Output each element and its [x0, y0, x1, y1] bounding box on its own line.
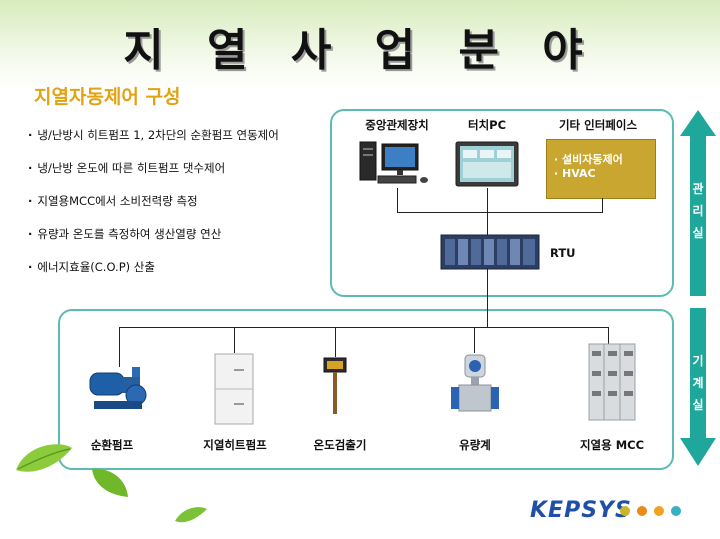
bus-line [119, 327, 609, 328]
feature-list: 냉/난방시 히트펌프 1, 2차단의 순환펌프 연동제어 냉/난방 온도에 따른… [28, 126, 279, 291]
logo-dot [654, 506, 664, 516]
feature-item: 냉/난방 온도에 따른 히트펌프 댓수제어 [28, 159, 279, 192]
machine-room-frame [58, 309, 674, 470]
feature-item: 지열용MCC에서 소비전력량 측정 [28, 192, 279, 225]
interface-item: · HVAC [554, 167, 596, 180]
logo-dot [671, 506, 681, 516]
other-interface-label: 기타 인터페이스 [558, 118, 638, 132]
central-control-label: 중앙관제장치 [365, 118, 429, 132]
connector-line [487, 188, 488, 213]
machine-room-arrow-icon [680, 308, 716, 466]
device-label-mcc: 지열용 MCC [579, 438, 645, 452]
temperature-sensor-icon [323, 357, 347, 414]
device-label-heat-pump: 지열히트펌프 [203, 438, 267, 452]
feature-item: 유량과 온도를 측정하여 생산열량 연산 [28, 225, 279, 258]
connector-line [487, 212, 488, 236]
connector-line [474, 327, 475, 353]
company-logo: KEPSYS [530, 498, 632, 523]
touch-pc-icon [455, 141, 519, 187]
interface-panel: · 설비자동제어 · HVAC [546, 139, 656, 199]
device-label-pump: 순환펌프 [90, 438, 134, 452]
connector-line [397, 212, 603, 213]
connector-line [608, 327, 609, 345]
connector-line [397, 188, 398, 213]
rtu-label: RTU [550, 246, 576, 260]
logo-dot [637, 506, 647, 516]
feature-item: 에너지효율(C.O.P) 산출 [28, 258, 279, 291]
page-title: 지 열 사 업 분 야 [123, 25, 597, 76]
flow-meter-icon [451, 354, 499, 412]
connector-line [487, 269, 488, 328]
control-room-arrow-icon [680, 110, 716, 296]
connector-line [234, 327, 235, 353]
interface-item: · 설비자동제어 [554, 153, 623, 166]
pump-icon [89, 367, 147, 409]
device-label-temp-sensor: 온도검출기 [313, 438, 367, 452]
desktop-computer-icon [359, 141, 428, 184]
logo-dot [620, 506, 630, 516]
mcc-panel-icon [588, 343, 636, 421]
section-subtitle: 지열자동제어 구성 [34, 86, 181, 108]
leaf-icon [175, 507, 207, 523]
feature-item: 냉/난방시 히트펌프 1, 2차단의 순환펌프 연동제어 [28, 126, 278, 159]
heat-pump-icon [214, 353, 254, 425]
leaf-icon [16, 444, 72, 472]
connector-line [119, 327, 120, 367]
touch-pc-label: 터치PC [467, 118, 507, 132]
rtu-device-icon [440, 234, 540, 270]
device-label-flow-meter: 유량계 [459, 438, 491, 452]
connector-line [335, 327, 336, 357]
leaf-icon [92, 468, 128, 497]
connector-line [602, 198, 603, 213]
